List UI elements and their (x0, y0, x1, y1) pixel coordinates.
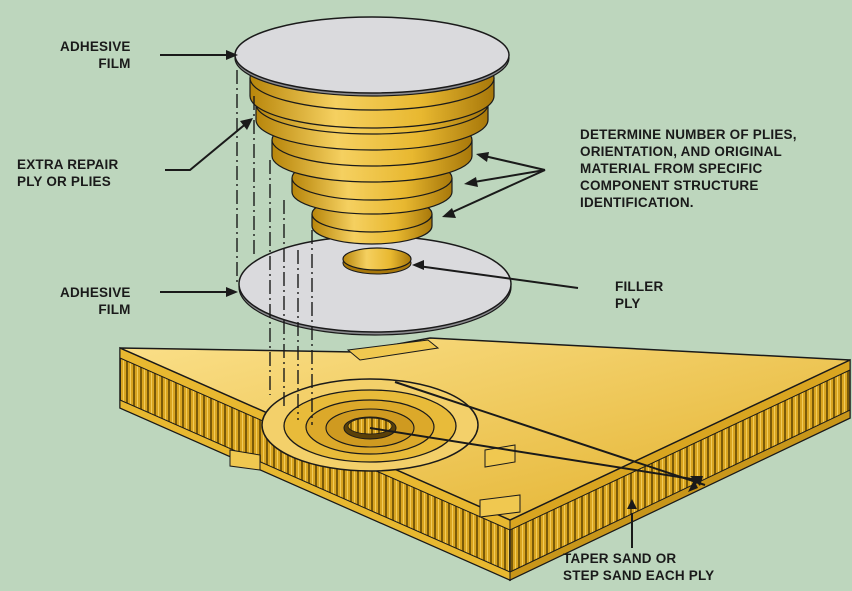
label-adhesive-film-top: ADHESIVE FILM (60, 38, 131, 72)
label-line: PLY (615, 296, 641, 311)
label-line: IDENTIFICATION. (580, 195, 694, 210)
label-line: FILM (98, 302, 131, 317)
arrowheads (226, 50, 703, 509)
label-adhesive-film-bottom: ADHESIVE FILM (60, 284, 131, 318)
adhesive-film-bottom (238, 235, 512, 336)
adhesive-film-top (234, 16, 510, 97)
label-taper-sand: TAPER SAND OR STEP SAND EACH PLY (563, 550, 714, 584)
label-line: EXTRA REPAIR (17, 157, 119, 172)
label-line: FILM (98, 56, 131, 71)
label-determine-plies: DETERMINE NUMBER OF PLIES, ORIENTATION, … (580, 126, 797, 211)
label-line: TAPER SAND OR (563, 551, 677, 566)
label-line: STEP SAND EACH PLY (563, 568, 715, 583)
label-line: ADHESIVE (60, 285, 131, 300)
alignment-lines (236, 70, 313, 425)
label-line: ADHESIVE (60, 39, 131, 54)
label-line: MATERIAL FROM SPECIFIC (580, 161, 763, 176)
label-line: PLY OR PLIES (17, 174, 111, 189)
label-line: DETERMINE NUMBER OF PLIES, (580, 127, 797, 142)
leader-lines (160, 54, 706, 548)
label-extra-repair-ply: EXTRA REPAIR PLY OR PLIES (17, 156, 118, 190)
label-line: ORIENTATION, AND ORIGINAL (580, 144, 782, 159)
label-filler-ply: FILLER PLY (615, 278, 663, 312)
label-line: COMPONENT STRUCTURE (580, 178, 759, 193)
label-line: FILLER (615, 279, 664, 294)
honeycomb-panel (119, 337, 851, 582)
filler-ply (342, 247, 412, 275)
